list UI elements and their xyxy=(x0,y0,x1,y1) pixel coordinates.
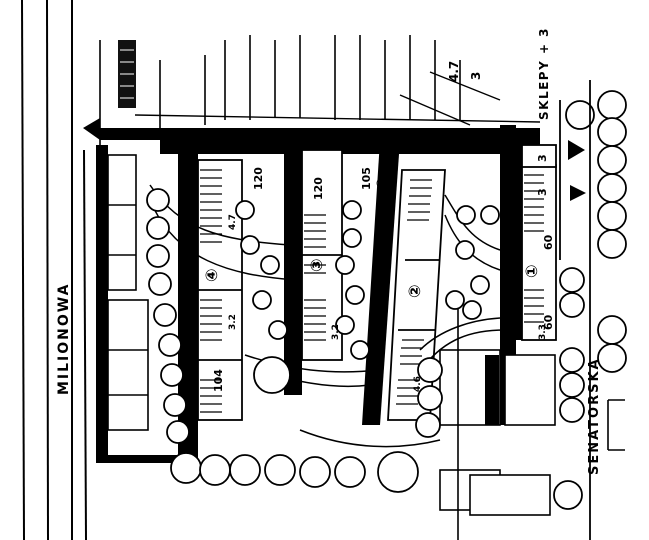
dimension-label-4: 60 xyxy=(542,234,555,250)
unit-label-5: ⑤ xyxy=(373,176,392,190)
wing-4 xyxy=(500,144,557,341)
left-street-lines xyxy=(21,0,87,540)
dimension-label-2: 120 xyxy=(312,177,325,200)
level-label-3: 3.2 xyxy=(331,324,341,340)
level-label-4: 4.6 xyxy=(413,376,423,392)
unit-label-3: ③ xyxy=(307,258,326,272)
dimension-label-3: 105 xyxy=(360,167,373,190)
dimension-label-8: 3 xyxy=(536,188,549,196)
street-label-senatorska: SENATORSKA xyxy=(587,357,602,475)
right-street-lines xyxy=(559,80,591,540)
bottom-blocks xyxy=(439,300,625,540)
left-outer-block xyxy=(107,154,149,431)
arrow-left xyxy=(83,118,100,140)
bottom-black-block xyxy=(485,355,499,425)
dimension-label-7: 3 xyxy=(536,154,549,162)
level-label-5: 3.3 xyxy=(538,324,548,340)
trees xyxy=(146,90,627,510)
arrow-right-2 xyxy=(570,185,586,201)
wing-1 xyxy=(178,150,243,460)
top-construction-lines xyxy=(134,71,541,126)
unit-label-2: ② xyxy=(405,284,424,298)
dimension-label-5: 60 xyxy=(542,314,555,330)
dimension-label-1: 120 xyxy=(252,167,265,190)
hatched-block xyxy=(118,40,136,108)
street-label-sklepy: SKLEPY + 3 xyxy=(537,27,551,120)
level-label-2: 3.2 xyxy=(228,314,238,330)
street-label-milionowa: MILIONOWA xyxy=(56,283,72,395)
height-note-sub: 3 xyxy=(469,72,483,80)
level-label-1: 4.7 xyxy=(228,214,238,230)
unit-label-1: ① xyxy=(522,264,541,278)
dimension-label-6: 104 xyxy=(212,369,225,392)
unit-label-4: ④ xyxy=(202,268,221,282)
height-note-main: 4.7 xyxy=(447,61,461,82)
top-vertical-lines xyxy=(99,35,461,145)
arrow-right-1 xyxy=(568,140,585,160)
